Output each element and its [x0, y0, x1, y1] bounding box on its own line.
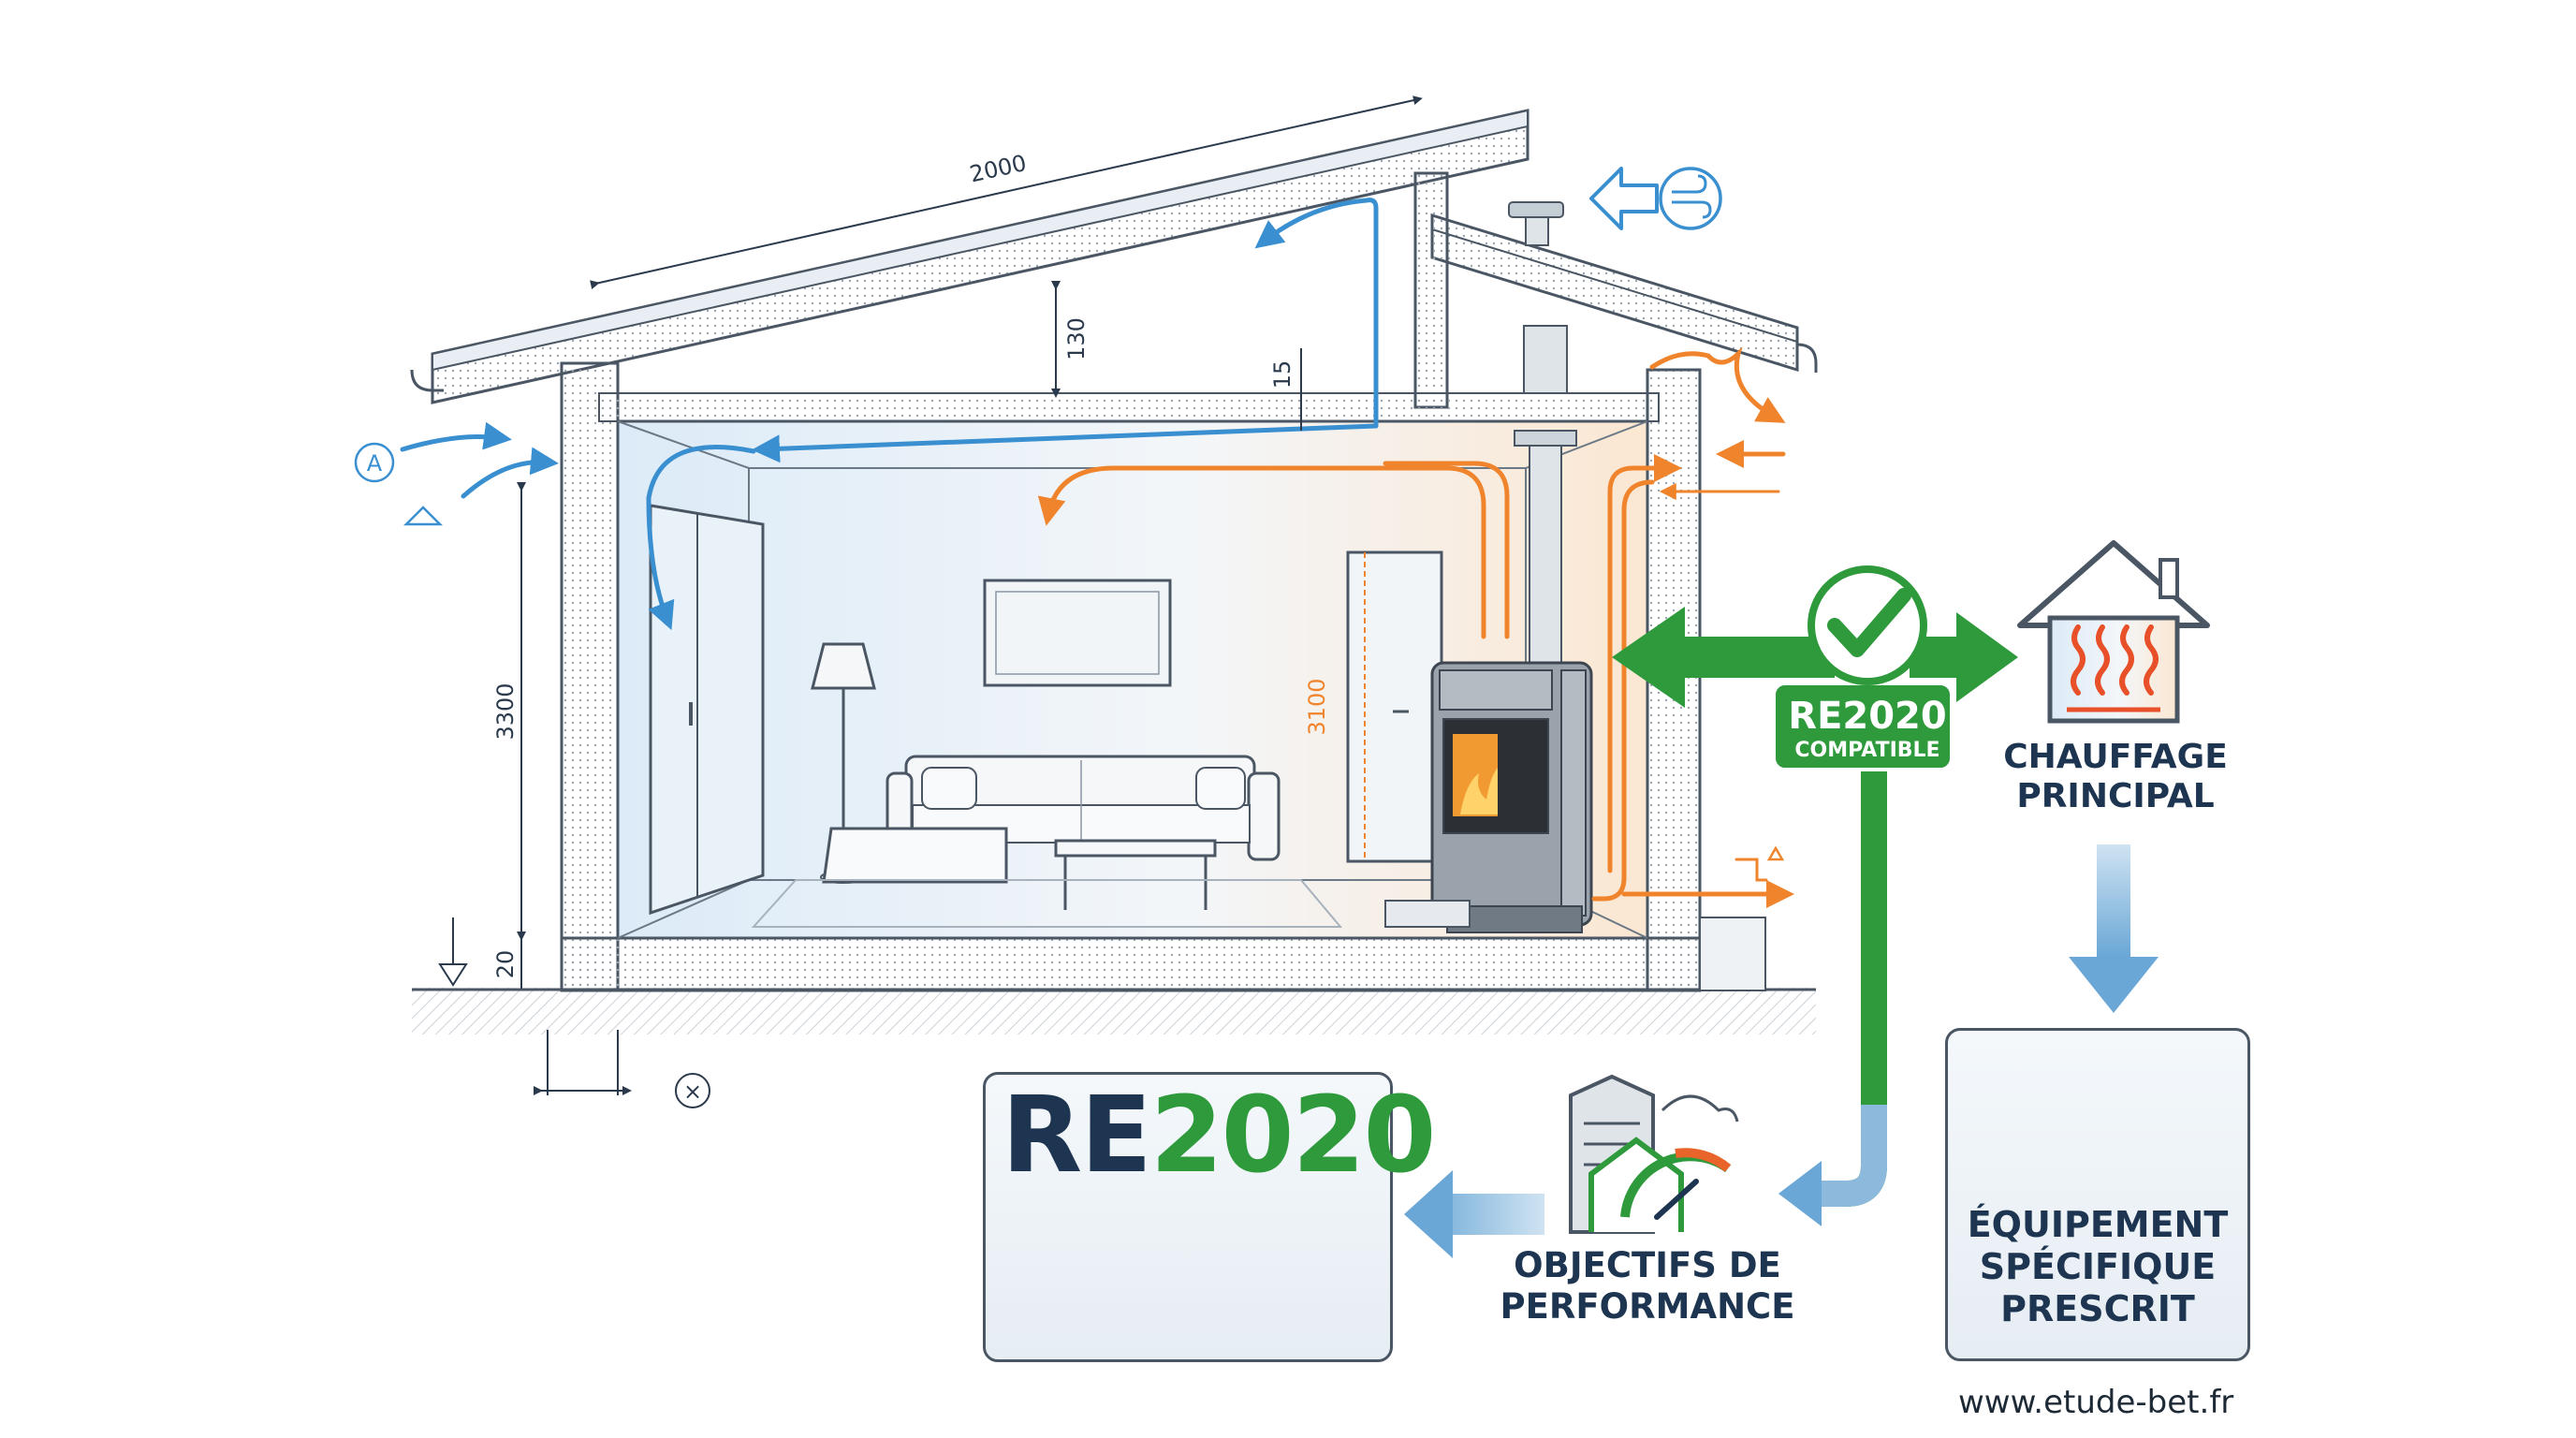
interior-door — [1346, 550, 1443, 863]
dim-ceiling-gap: 15 — [1269, 360, 1295, 389]
website-url[interactable]: www.etude-bet.fr — [1958, 1384, 2234, 1421]
equipment-label: ÉQUIPEMENT SPÉCIFIQUE PRESCRIT — [1945, 1204, 2250, 1329]
marker-a: A — [354, 442, 395, 483]
badge-subtitle: COMPATIBLE — [1794, 739, 1939, 762]
re2020-logo-year: 2020 — [1149, 1075, 1437, 1196]
down-arrow — [2069, 844, 2159, 1013]
badge-title: RE2020 — [1788, 695, 1946, 738]
pellet-stove — [1384, 661, 1593, 933]
dim-floor-thickness: 20 — [492, 950, 519, 979]
equipment-line1: ÉQUIPEMENT — [1967, 1204, 2229, 1245]
marker-x: × — [675, 1073, 710, 1108]
re2020-box — [983, 1072, 1393, 1362]
objectives-line2: PERFORMANCE — [1500, 1285, 1795, 1327]
re2020-logo: RE2020 — [1002, 1075, 1437, 1196]
coffee-table — [1054, 839, 1217, 910]
sliding-door — [649, 504, 765, 916]
svg-text:A: A — [367, 450, 383, 477]
rug — [751, 879, 1343, 928]
svg-text:×: × — [683, 1078, 702, 1105]
heating-line1: CHAUFFAGE — [2003, 738, 2228, 776]
marker-triangle — [402, 506, 444, 526]
green-connector-arrows — [1612, 607, 2018, 1226]
check-icon — [1827, 588, 1911, 657]
re2020-compatible-badge: RE2020 COMPATIBLE — [1772, 565, 1954, 771]
objectives-line1: OBJECTIFS DE — [1514, 1245, 1781, 1285]
sofa — [822, 755, 1281, 884]
re2020-logo-re: RE — [1002, 1075, 1152, 1196]
left-arrow — [1404, 1170, 1544, 1258]
equipment-line2: SPÉCIFIQUE — [1979, 1245, 2217, 1287]
objectives-label: OBJECTIFS DE PERFORMANCE — [1479, 1245, 1816, 1327]
house-heat-icon — [2017, 540, 2210, 724]
ground — [412, 988, 1816, 1034]
wind-icon — [1589, 167, 1722, 230]
dim-roof-thickness: 130 — [1063, 317, 1090, 360]
heating-line2: PRINCIPAL — [2016, 777, 2215, 816]
roof — [410, 109, 1818, 404]
flue-pipe — [1508, 201, 1577, 666]
wall-picture — [983, 579, 1172, 687]
building-gauge-icon — [1569, 1074, 1739, 1234]
dim-interior-height: 3100 — [1304, 678, 1330, 735]
dim-wall-height: 3300 — [492, 682, 519, 740]
equipment-line3: PRESCRIT — [2000, 1287, 2195, 1329]
equipment-box — [1945, 1028, 2250, 1361]
dimension-lines — [438, 95, 1423, 1095]
orange-air-flows — [1037, 346, 1794, 908]
dim-roof-length: 2000 — [967, 150, 1029, 188]
heating-label: CHAUFFAGE PRINCIPAL — [1975, 738, 2256, 817]
